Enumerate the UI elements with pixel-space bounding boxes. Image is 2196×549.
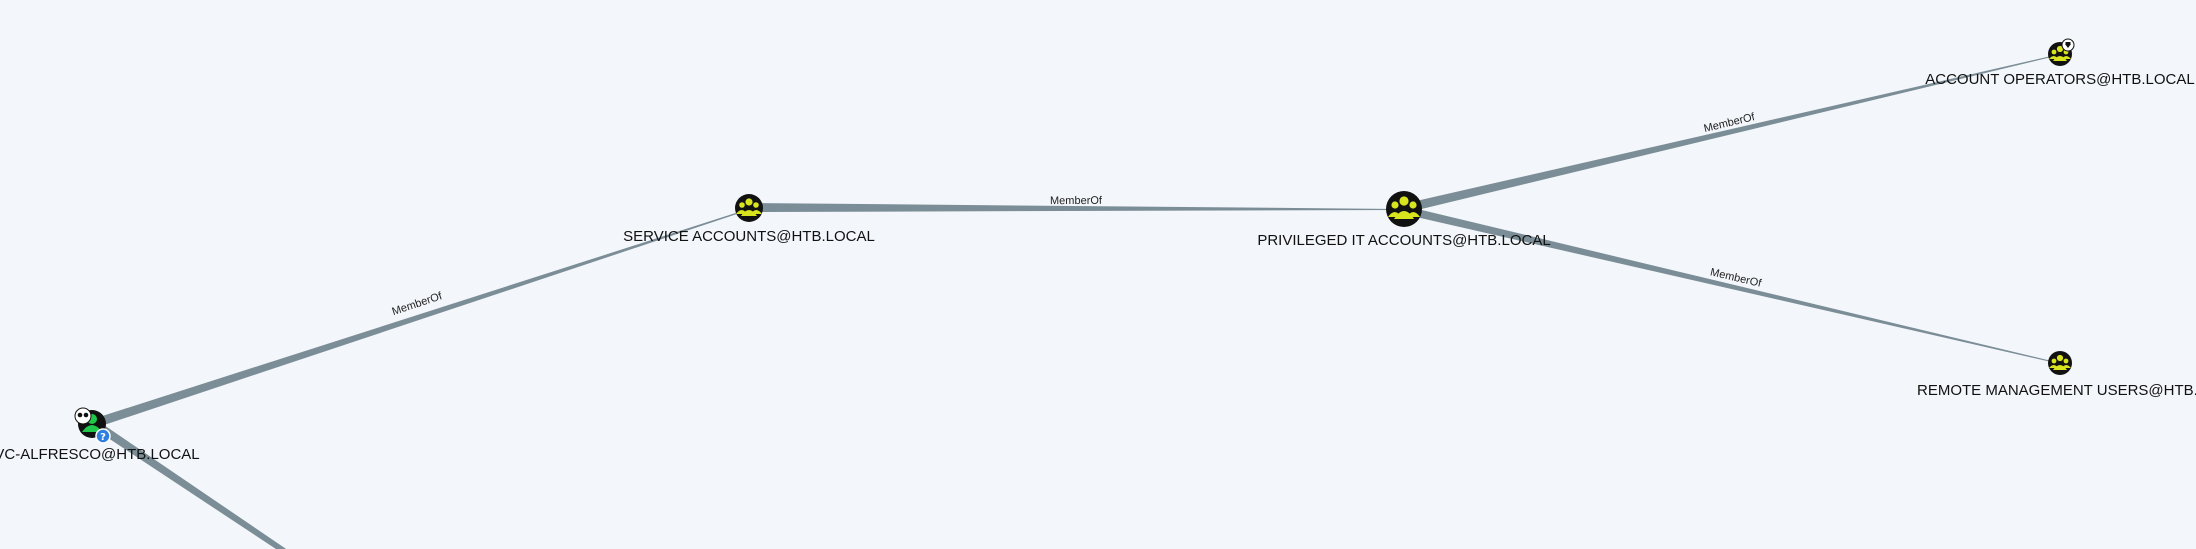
group-node-ring — [1386, 191, 1422, 227]
group-node-ring — [2048, 351, 2072, 375]
gem-badge-icon — [2061, 38, 2075, 52]
eyes-icon — [74, 407, 92, 425]
node-label-remote-management-users: REMOTE MANAGEMENT USERS@HTB.LOCAL — [1917, 382, 2196, 399]
edge-privileged-it-accounts-remote-management-users[interactable]: MemberOf — [1403, 206, 2060, 364]
node-label-service-accounts: SERVICE ACCOUNTS@HTB.LOCAL — [623, 228, 875, 245]
edges-layer: MemberOf MemberOf MemberOf MemberOf — [96, 54, 2060, 549]
node-label-svc-alfresco: SVC-ALFRESCO@HTB.LOCAL — [0, 446, 200, 463]
svg-text:?: ? — [100, 432, 106, 443]
edge-label-memberof-2: MemberOf — [1050, 195, 1103, 207]
nodes-layer: ? SVC-ALFRESCO@HTB.LOCAL SERVICE ACCOUNT… — [0, 38, 2196, 463]
node-svc-alfresco[interactable]: ? SVC-ALFRESCO@HTB.LOCAL — [0, 407, 200, 463]
group-icon — [736, 198, 762, 216]
node-account-operators[interactable]: ACCOUNT OPERATORS@HTB.LOCAL — [1925, 38, 2195, 88]
edge-svc-alfresco-offscreen[interactable] — [96, 423, 295, 549]
group-icon — [2049, 354, 2071, 370]
group-node-ring — [735, 194, 763, 222]
node-privileged-it-accounts[interactable]: PRIVILEGED IT ACCOUNTS@HTB.LOCAL — [1257, 191, 1551, 249]
group-icon — [2049, 45, 2071, 61]
group-icon — [1388, 196, 1420, 219]
node-service-accounts[interactable]: SERVICE ACCOUNTS@HTB.LOCAL — [623, 194, 875, 245]
node-label-account-operators: ACCOUNT OPERATORS@HTB.LOCAL — [1925, 71, 2194, 88]
edge-service-accounts-privileged-it-accounts[interactable]: MemberOf — [748, 195, 1404, 212]
node-remote-management-users[interactable]: REMOTE MANAGEMENT USERS@HTB.LOCAL — [1917, 351, 2196, 399]
question-badge-icon: ? — [95, 428, 111, 444]
node-label-privileged-it-accounts: PRIVILEGED IT ACCOUNTS@HTB.LOCAL — [1257, 232, 1550, 249]
